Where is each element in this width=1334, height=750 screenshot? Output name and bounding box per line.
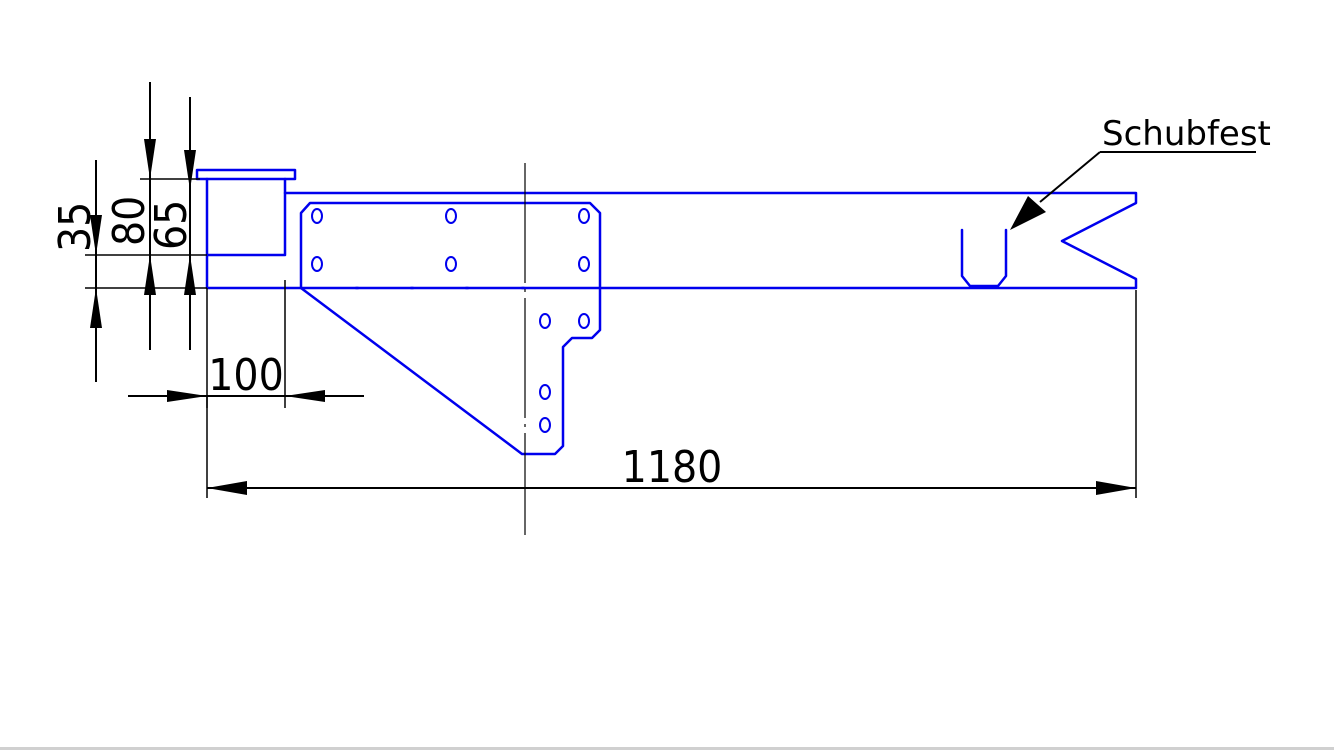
schubfest-callout: Schubfest [1010,114,1271,230]
bottom-border [0,747,1334,750]
dimension-1180: 1180 [206,290,1137,498]
bolt-holes [311,208,590,433]
dimension-65: 65 [146,97,197,350]
dimension-100: 100 [128,280,364,408]
bolt-hole [578,313,590,329]
dimension-1180-label: 1180 [622,442,723,493]
bolt-hole [539,417,551,433]
bolt-hole [539,384,551,400]
top-flange-plate [195,168,297,181]
bolt-hole [445,208,457,224]
gusset-plate [299,201,602,456]
bolt-hole [539,313,551,329]
bolt-hole [311,208,323,224]
dimension-100-label: 100 [208,350,284,401]
dimension-65-label: 65 [146,200,197,250]
bolt-hole [578,208,590,224]
main-beam [205,191,1138,290]
dimension-80: 80 [104,82,156,350]
schubfest-label: Schubfest [1102,114,1271,154]
bolt-hole [311,256,323,272]
dimension-80-label: 80 [104,196,155,246]
u-slot [960,228,1008,288]
dimension-35-label: 35 [50,202,101,252]
dimension-35: 35 [50,160,102,382]
bolt-hole [445,256,457,272]
bolt-hole [578,256,590,272]
part-outline [195,168,1138,456]
end-block [205,177,287,290]
